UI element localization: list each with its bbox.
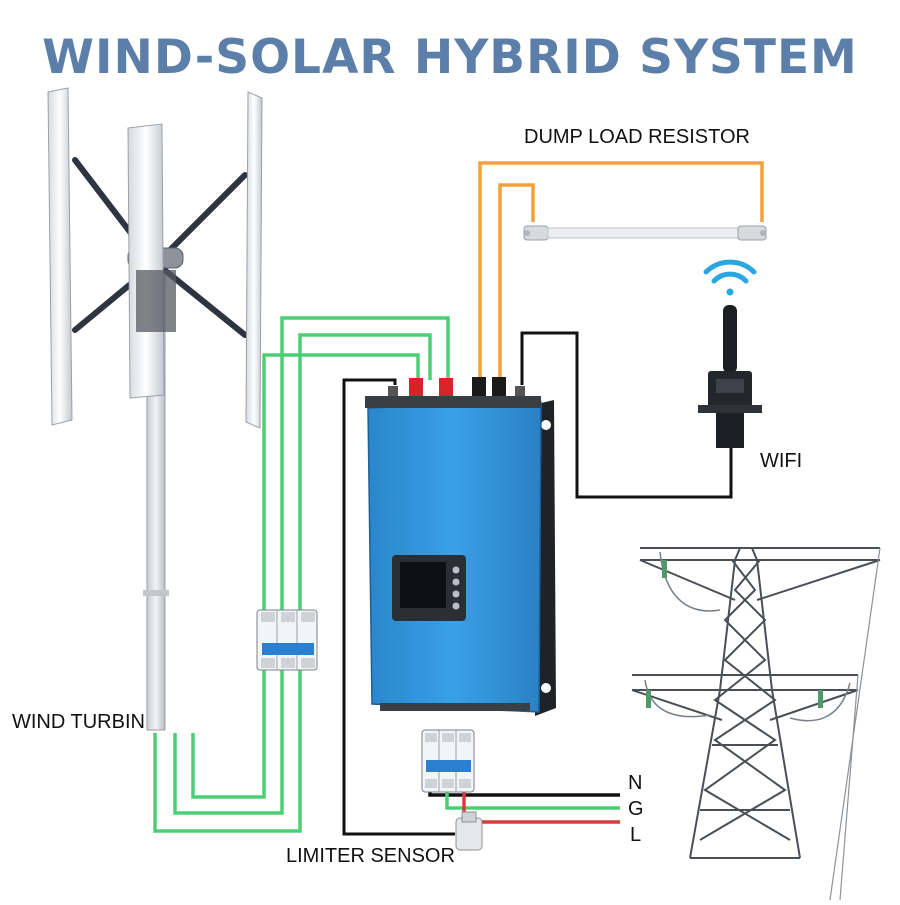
terminal-red-1 — [409, 378, 423, 396]
inverter-icon — [365, 377, 556, 716]
page-title: WIND-SOLAR HYBRID SYSTEM — [42, 30, 858, 85]
terminal-red-2 — [439, 378, 453, 396]
turbine-blade-right — [245, 91, 263, 429]
wifi-label: WIFI — [760, 450, 803, 472]
wifi-signal-icon — [703, 259, 757, 296]
limiter-cable — [342, 378, 455, 836]
wind-turbine-label: WIND TURBIN — [12, 711, 145, 733]
turbine-blade-left — [47, 87, 73, 426]
signal-wires — [342, 331, 733, 836]
line-label: L — [630, 824, 642, 846]
ground-label: G — [628, 798, 644, 820]
ground-wire — [445, 790, 620, 810]
wind-breaker-icon — [256, 609, 318, 671]
grid-breaker-icon — [421, 729, 475, 793]
neutral-label: N — [628, 772, 643, 794]
power-tower-icon — [631, 547, 881, 901]
wifi-cable — [520, 331, 733, 499]
turbine-blade-center — [127, 123, 165, 399]
dump-wire-2 — [498, 183, 535, 380]
terminal-black-1 — [472, 377, 486, 396]
grid-wires — [428, 790, 620, 824]
dump-load-wires — [478, 161, 764, 380]
wifi-dongle-icon — [698, 305, 762, 448]
limiter-sensor-label: LIMITER SENSOR — [286, 845, 455, 867]
wind-turbine-icon — [47, 87, 263, 731]
limiter-sensor-icon — [455, 811, 483, 851]
terminal-black-2 — [492, 377, 506, 396]
dump-wire-1 — [478, 161, 764, 380]
dump-load-label: DUMP LOAD RESISTOR — [524, 126, 750, 148]
dump-load-resistor-icon — [523, 225, 767, 241]
